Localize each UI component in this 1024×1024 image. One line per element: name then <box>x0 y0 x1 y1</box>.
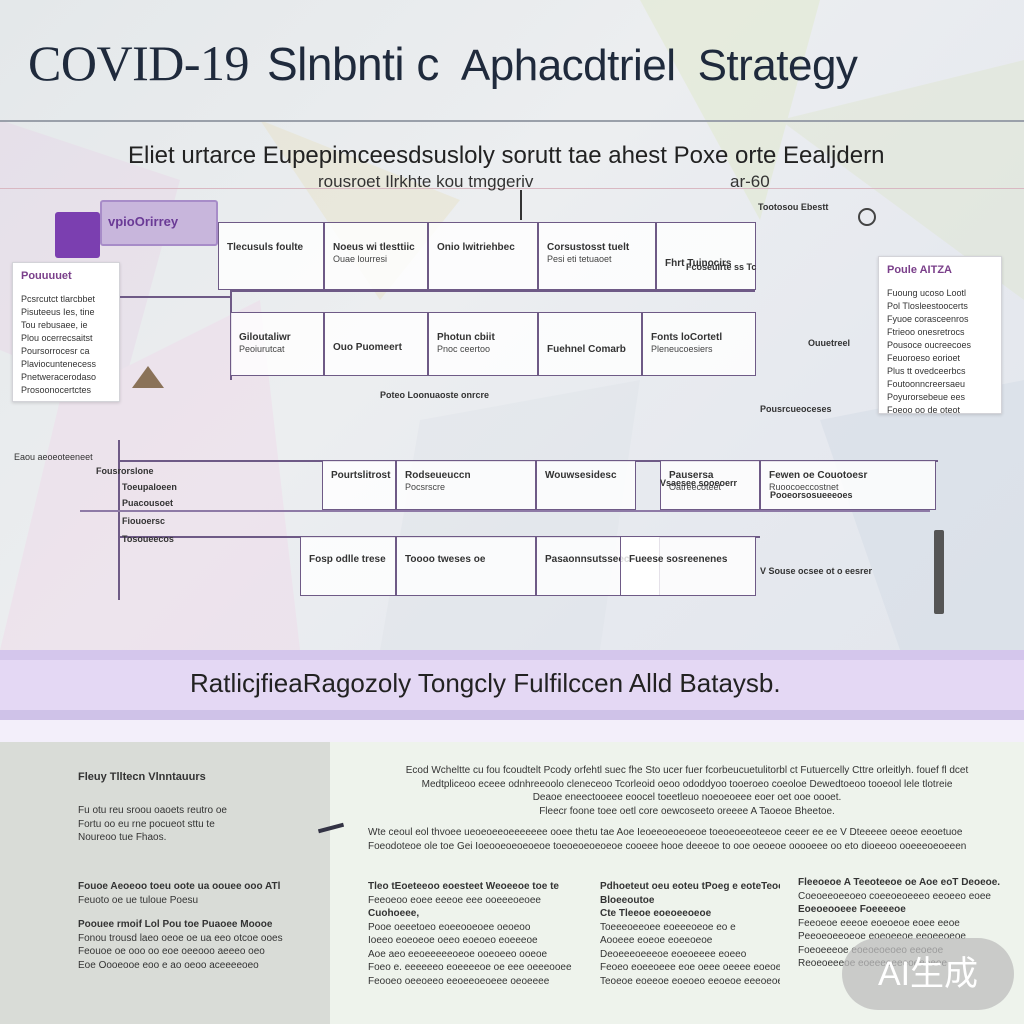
row3-left-label: Toeupaloeen <box>122 482 177 492</box>
right-card-line: Fyuoe corasceenros <box>887 314 969 325</box>
flow-cell: Pourtslitrost <box>322 460 396 510</box>
flow-cell: Fosp odlle trese <box>300 536 396 596</box>
banner <box>0 660 1024 710</box>
connector-line <box>80 510 930 512</box>
left-card-line: Pisuteeus Ies, tine <box>21 306 95 317</box>
connector-line <box>118 440 120 600</box>
right-card-line: Fuoung ucoso Lootl <box>887 287 967 298</box>
far-right-note: V Souse ocsee ot o eesrer <box>760 566 873 576</box>
right-note: Tootosou Ebestt <box>758 202 829 212</box>
right-card-heading: Poule AITZA <box>887 264 952 276</box>
down-arrow-icon <box>520 190 522 220</box>
right-card-line: Ftrieoo onesretrocs <box>887 327 965 338</box>
doc-header-row: Fleuy Tlltecn Vlnntauurs <box>78 771 206 783</box>
doc-top-text: Ecod Wcheltte cu fou fcoudtelt Pcody orf… <box>405 765 969 817</box>
doc-left-paragraph: Fouoe Aeoeoo toeu oote ua oouee ooo ATl … <box>78 881 281 906</box>
flow-cell: Wouwsesidesc <box>536 460 636 510</box>
banner-stripe <box>0 720 1024 742</box>
left-card-line: Poursorrocesr ca <box>21 346 90 357</box>
doc-left-paragraph: Poouee rmoif Lol Pou toe Puaoee Moooe Fo… <box>78 919 283 971</box>
corner-note: Fcoseulrte ss Tc <box>686 262 757 272</box>
pyramid-icon <box>132 366 164 388</box>
doc-mid-text: Wte ceoul eol thvoee ueoeoeeoeeeeeee ooe… <box>368 827 967 852</box>
left-card-line: Plaviocuntenecess <box>21 359 97 370</box>
subheader-rule <box>0 188 1024 189</box>
left-card-line: Plou ocerrecsaitst <box>21 333 93 344</box>
connector-line <box>230 290 755 292</box>
right-card-line: Foutoonncreersaeu <box>887 379 966 390</box>
row3-left-label: Fiouoersc <box>122 516 166 526</box>
document-left-panel <box>0 742 330 1024</box>
left-card-line: Pcsrcutct tlarcbbet <box>21 293 96 304</box>
row3-left-label: Puacousoet <box>122 498 174 508</box>
left-card-line: Pnetweracerodaso <box>21 372 97 383</box>
right-card-line: Pousoce oucreecoes <box>887 340 972 351</box>
right-card-line: Pol Tlosleestoocerts <box>887 300 968 311</box>
right-note: Pousrcueoceses <box>760 404 832 414</box>
flow-cell: Fueese sosreenenes <box>620 536 756 596</box>
flow-cell: Ouo Puomeert <box>324 312 428 376</box>
right-side-card: Poule AITZA Fuoung ucoso Lootl Pol Tlosl… <box>878 256 1002 416</box>
pen-icon <box>934 530 944 614</box>
top-badge-label: vpioOrirrey <box>100 200 218 246</box>
doc-left-paragraph: Fu otu reu sroou oaoets reutro oe Fortu … <box>78 805 227 843</box>
left-card-heading: Pouuuuet <box>21 270 72 282</box>
banner-stripe <box>0 710 1024 720</box>
left-card-line: Tou rebusaee, ie <box>21 320 88 331</box>
row2-caption: Poteo Loonuaoste onrcre <box>380 390 490 400</box>
right-card-line: Foeoo oo de oteot <box>887 405 961 416</box>
gear-icon <box>858 208 876 226</box>
subtitle-line-2: rousroet Ilrkhte kou tmggeriv <box>318 172 534 191</box>
flow-cell: Tlecusuls foulte <box>218 222 324 290</box>
row3-left-label: Tosoueecos <box>122 534 174 544</box>
right-icon-label: Ouuetreel <box>808 338 851 348</box>
flow-cell: Fhrt Tuinocirs <box>656 222 756 290</box>
right-card-line: Plus tt ovedceerbcs <box>887 366 966 377</box>
row3-left-label: Fousrorslone <box>96 466 154 476</box>
top-badge <box>55 212 100 258</box>
right-note: Pooeorsosueeeoes <box>770 490 853 500</box>
header-rule <box>0 120 1024 122</box>
flow-cell: Toooo tweses oe <box>396 536 536 596</box>
left-side-card: Pouuuuet Pcsrcutct tlarcbbet Pisuteeus I… <box>12 262 120 402</box>
flow-cell: Fuehnel Comarb <box>538 312 642 376</box>
right-card-line: Poyurorsebeue ees <box>887 392 966 403</box>
connector-line <box>120 296 230 298</box>
banner-text: RatlicjfieaRagozoly Tongcly Fulfilccen A… <box>190 668 781 698</box>
flow-cell: Onio lwitriehbec <box>428 222 538 290</box>
page-title: COVID-19 Slnbnti c Aphacdtriel Strategy <box>28 35 858 91</box>
right-note: Vsaesee sooeoerr <box>660 478 738 488</box>
ai-generated-watermark: AI生成 <box>842 938 1014 1010</box>
far-left-note: Eaou aeoeoteeneet <box>14 452 93 462</box>
banner-stripe <box>0 650 1024 660</box>
left-card-line: Prosoonocertctes <box>21 385 92 396</box>
subtitle-line-3: ar-60 <box>730 172 770 191</box>
doc-column-2: Pdhoeteut oeu eoteu tPoeg e eoteTeoe A B… <box>600 881 780 987</box>
subtitle-line-1: Eliet urtarce Eupepimceesdsusloly sorutt… <box>128 142 885 169</box>
doc-column-1: Tleo tEoeteeoo eoesteet Weoeeoe toe te F… <box>368 881 572 987</box>
right-card-line: Feuoroeso eorioet <box>887 353 961 364</box>
